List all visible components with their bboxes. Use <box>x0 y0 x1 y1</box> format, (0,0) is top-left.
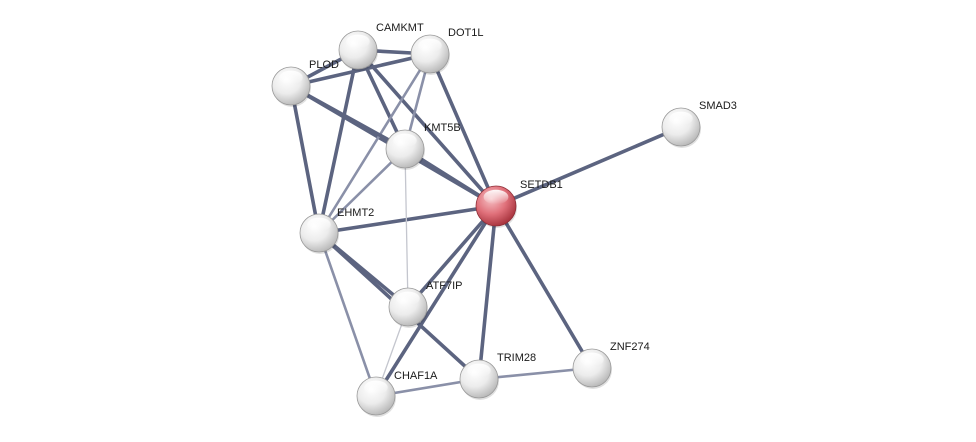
edge-plod-kmt5b <box>289 84 407 151</box>
edge-plod-ehmt2 <box>289 84 321 235</box>
node-label: EHMT2 <box>337 207 374 219</box>
edge-setdb1-camkmt <box>356 48 498 208</box>
node-label: ATF7IP <box>426 280 462 292</box>
edge-setdb1-ehmt2 <box>317 204 498 235</box>
edge-setdb1-znf274 <box>494 204 594 370</box>
node-trim28[interactable]: TRIM28 <box>459 352 536 400</box>
node-atf7ip[interactable]: ATF7IP <box>388 280 462 328</box>
node-highlight <box>307 217 331 232</box>
node-label: TRIM28 <box>497 352 536 364</box>
node-label: CAMKMT <box>376 22 424 34</box>
node-label: CHAF1A <box>394 370 438 382</box>
edge-setdb1-chaf1a <box>374 204 498 398</box>
node-label: SETDB1 <box>520 179 563 191</box>
node-ehmt2[interactable]: EHMT2 <box>299 207 374 254</box>
edge-dot1l-ehmt2 <box>317 52 432 235</box>
node-highlight <box>418 38 442 53</box>
edge-dot1l-plod <box>289 52 432 88</box>
node-highlight <box>346 34 370 49</box>
node-highlight <box>364 380 388 395</box>
node-highlight <box>580 352 604 367</box>
node-kmt5b[interactable]: KMT5B <box>385 122 461 170</box>
node-label: ZNF274 <box>610 341 650 353</box>
node-camkmt[interactable]: CAMKMT <box>338 22 424 71</box>
node-dot1l[interactable]: DOT1L <box>410 27 483 75</box>
node-znf274[interactable]: ZNF274 <box>572 341 650 389</box>
edge-setdb1-atf7ip <box>406 204 498 309</box>
node-plod[interactable]: PLOD <box>271 59 339 107</box>
edge-camkmt-ehmt2 <box>317 48 360 235</box>
edge-kmt5b-atf7ip <box>404 148 409 308</box>
node-highlight <box>467 363 491 378</box>
node-setdb1[interactable]: SETDB1 <box>475 179 563 228</box>
node-label: PLOD <box>309 59 339 71</box>
node-label: KMT5B <box>424 122 461 134</box>
node-highlight <box>483 189 509 205</box>
node-chaf1a[interactable]: CHAF1A <box>356 370 438 417</box>
edge-ehmt2-chaf1a <box>317 231 378 398</box>
edge-setdb1-smad3 <box>494 125 683 208</box>
edge-setdb1-trim28 <box>477 204 498 381</box>
node-label: DOT1L <box>448 27 483 39</box>
node-smad3[interactable]: SMAD3 <box>661 100 737 148</box>
node-highlight <box>669 111 693 126</box>
nodes-layer: SETDB1 CAMKMT DOT1L PLOD KMT5B SMAD3EHMT2ATF7… <box>271 22 737 417</box>
node-highlight <box>279 70 303 85</box>
node-label: SMAD3 <box>699 100 737 112</box>
edge-setdb1-dot1l <box>428 52 498 208</box>
edge-kmt5b-ehmt2 <box>317 147 407 235</box>
node-highlight <box>396 291 420 306</box>
node-highlight <box>393 133 417 148</box>
